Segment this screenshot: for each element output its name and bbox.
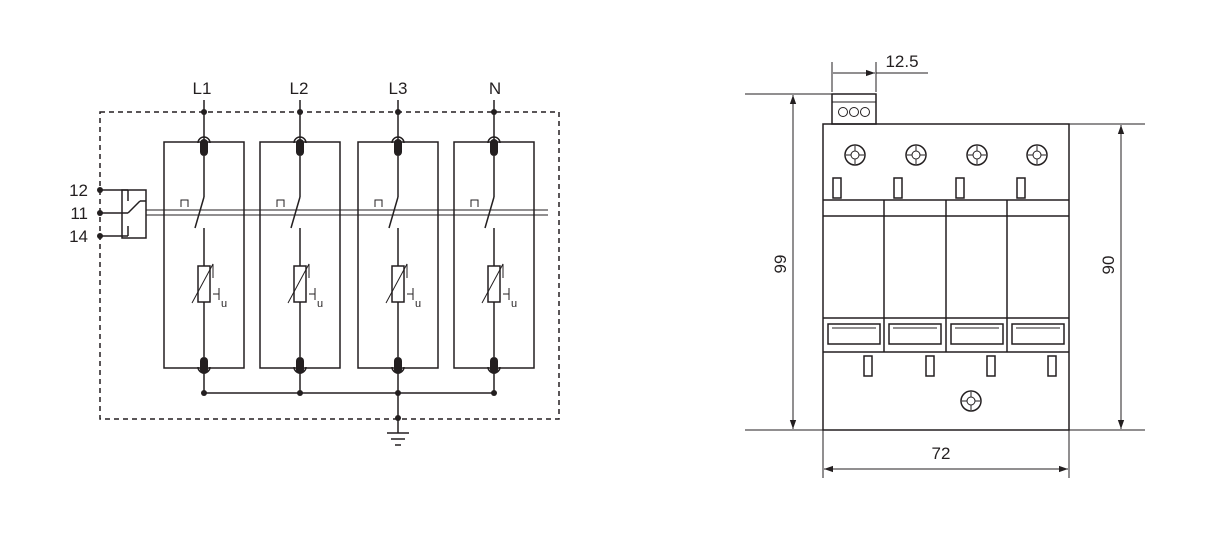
bottom-clamp-slot bbox=[986, 355, 996, 377]
varistor-icon bbox=[197, 265, 211, 303]
screw-terminal-icon bbox=[905, 144, 927, 166]
contact-terminal bbox=[394, 357, 402, 374]
contact-terminal bbox=[296, 139, 304, 156]
varistor-icon bbox=[293, 265, 307, 303]
junction-dot bbox=[491, 109, 497, 115]
contact-terminal bbox=[200, 357, 208, 374]
contact-terminal bbox=[200, 139, 208, 156]
module-n: u bbox=[453, 100, 535, 396]
top-clamp-slot bbox=[893, 177, 903, 199]
thermal-trip-icon bbox=[180, 199, 189, 207]
top-clamp-slot bbox=[1016, 177, 1026, 199]
module-l2: u bbox=[259, 100, 341, 396]
junction-dot bbox=[297, 109, 303, 115]
signal-terminal-block bbox=[831, 93, 877, 125]
pitch-dimension-value: 12.5 bbox=[885, 52, 918, 71]
varistor-icon bbox=[391, 265, 405, 303]
circuit-schematic: L1 L2 L3 N u u u u 12 11 bbox=[69, 79, 560, 446]
junction-dot bbox=[201, 109, 207, 115]
enclosure-boundary bbox=[99, 111, 560, 420]
ground-icon bbox=[387, 432, 409, 446]
contact-terminal bbox=[490, 139, 498, 156]
contact-terminal bbox=[296, 357, 304, 374]
bottom-clamp-slot bbox=[925, 355, 935, 377]
junction-dot bbox=[395, 109, 401, 115]
terminal-label-14: 14 bbox=[69, 227, 88, 246]
earth-junction bbox=[395, 415, 401, 421]
status-indicator-window bbox=[950, 323, 1004, 345]
device-body bbox=[822, 123, 1070, 431]
phase-label-l2: L2 bbox=[290, 79, 309, 98]
module-l3: u bbox=[357, 100, 439, 396]
body-details bbox=[827, 144, 1065, 412]
thermal-trip-icon bbox=[374, 199, 383, 207]
screw-terminal-icon bbox=[844, 144, 866, 166]
thermal-trip-icon bbox=[276, 199, 285, 207]
width-value: 72 bbox=[932, 444, 951, 463]
varistor-u-label: u bbox=[511, 298, 517, 310]
thermal-trip-icon bbox=[470, 199, 479, 207]
top-clamp-slot bbox=[832, 177, 842, 199]
screw-terminal-icon bbox=[1026, 144, 1048, 166]
dimension-drawing: 12.5 99 90 72 bbox=[745, 52, 1145, 478]
module-l1: u bbox=[163, 100, 245, 396]
disconnector-blade bbox=[290, 196, 301, 229]
bottom-clamp-slot bbox=[1047, 355, 1057, 377]
varistor-u-label: u bbox=[317, 298, 323, 310]
terminal-label-12: 12 bbox=[69, 181, 88, 200]
status-indicator-window bbox=[1011, 323, 1065, 345]
contact-terminal bbox=[490, 357, 498, 374]
top-clamp-slot bbox=[955, 177, 965, 199]
disconnector-blade bbox=[194, 196, 205, 229]
screw-terminal-icon bbox=[966, 144, 988, 166]
bottom-clamp-slot bbox=[863, 355, 873, 377]
remote-signal-contact bbox=[97, 187, 147, 239]
varistor-u-label: u bbox=[415, 298, 421, 310]
screw-terminal-icon bbox=[960, 390, 982, 412]
disconnector-blade bbox=[388, 196, 399, 229]
varistor-u-label: u bbox=[221, 298, 227, 310]
body-height-value: 90 bbox=[1099, 256, 1118, 275]
phase-label-l3: L3 bbox=[389, 79, 408, 98]
status-indicator-window bbox=[888, 323, 942, 345]
terminal-label-11: 11 bbox=[70, 204, 88, 223]
contact-terminal bbox=[394, 139, 402, 156]
status-indicator-window bbox=[827, 323, 881, 345]
overall-height-value: 99 bbox=[771, 255, 790, 274]
phase-label-n: N bbox=[489, 79, 501, 98]
phase-label-l1: L1 bbox=[193, 79, 212, 98]
disconnector-blade bbox=[484, 196, 495, 229]
varistor-icon bbox=[487, 265, 501, 303]
